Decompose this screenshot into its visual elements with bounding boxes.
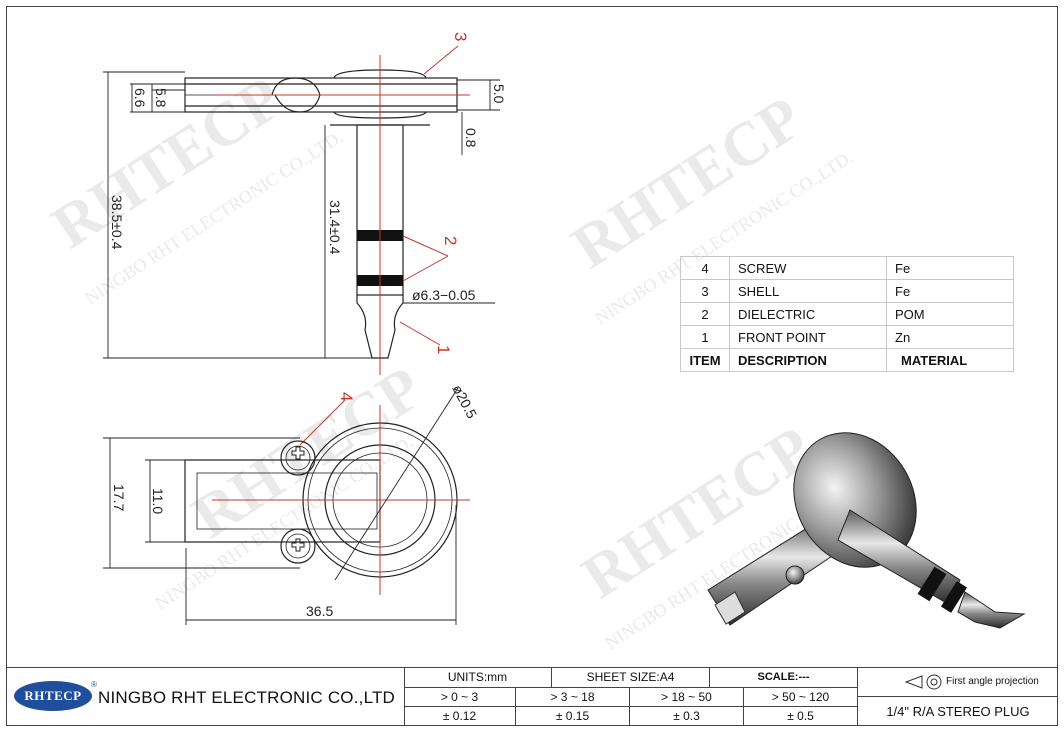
tolerance-grid: UNITS:mm SHEET SIZE:A4 SCALE:--- > 0 ~ 3…: [404, 668, 858, 726]
bom-description: SCREW: [729, 256, 887, 280]
header-item: ITEM: [680, 348, 730, 372]
callout-1: 1: [434, 345, 453, 354]
dim-body-width: 11.0: [150, 488, 166, 514]
tolerance-cell: ± 0.5: [744, 707, 858, 726]
screw-bottom: [280, 528, 316, 564]
bom-item: 2: [680, 302, 730, 326]
dim-gap: 0.8: [463, 128, 479, 148]
product-photo: [707, 432, 1026, 629]
bom-material: Zn: [886, 325, 1014, 349]
bom-item: 4: [680, 256, 730, 280]
drawing-frame: [6, 6, 1058, 726]
bom-material: POM: [886, 302, 1014, 326]
header-description: DESCRIPTION: [729, 348, 887, 372]
header-material: MATERIAL: [886, 348, 1014, 372]
table-row: 3 SHELL Fe: [680, 279, 1014, 303]
table-header: ITEM DESCRIPTION MATERIAL: [680, 348, 1014, 372]
table-row: 1 FRONT POINT Zn: [680, 325, 1014, 349]
callout-3: 3: [451, 32, 470, 41]
dim-overall-height: 38.5±0.4: [109, 195, 125, 250]
dim-body-height: 6.6: [132, 88, 148, 108]
projection-box: First angle projection 1/4" R/A STEREO P…: [858, 668, 1058, 726]
dim-width: 17.7: [111, 484, 127, 511]
bill-of-materials: 4 SCREW Fe 3 SHELL Fe 2 DIELECTRIC POM 1…: [680, 256, 1014, 372]
callout-4: 4: [337, 392, 356, 401]
callout-leaders: [299, 45, 459, 446]
bom-material: Fe: [886, 279, 1014, 303]
dim-length: 36.5: [306, 603, 333, 619]
tolerance-cell: ± 0.15: [516, 707, 630, 726]
bom-description: SHELL: [729, 279, 887, 303]
scale-label: SCALE:---: [710, 668, 858, 688]
projection-label: First angle projection: [946, 676, 1039, 687]
bom-material: Fe: [886, 256, 1014, 280]
range-cell: > 18 ~ 50: [630, 688, 744, 707]
range-cell: > 50 ~ 120: [744, 688, 858, 707]
screw-top: [280, 440, 316, 476]
projection-symbol-icon: [904, 674, 942, 690]
bom-item: 3: [680, 279, 730, 303]
tolerance-cell: ± 0.3: [630, 707, 744, 726]
dim-shell-height: 5.0: [491, 84, 507, 104]
dim-body-inner: 5.8: [153, 88, 169, 108]
table-row: 4 SCREW Fe: [680, 256, 1014, 280]
dim-shell-diameter: ø20.5: [449, 382, 480, 421]
company-box: RHTECP ® NINGBO RHT ELECTRONIC CO.,LTD: [6, 668, 405, 726]
registered-mark: ®: [91, 680, 97, 689]
top-dimensions: [103, 387, 459, 625]
company-logo: RHTECP: [14, 681, 92, 711]
bom-item: 1: [680, 325, 730, 349]
sheet-size-label: SHEET SIZE:A4: [552, 668, 710, 688]
projection-row: First angle projection: [858, 668, 1058, 697]
part-name: 1/4" R/A STEREO PLUG: [886, 704, 1030, 719]
range-cell: > 3 ~ 18: [516, 688, 630, 707]
dim-plug-diameter: ø6.3−0.05: [412, 287, 476, 303]
table-row: 2 DIELECTRIC POM: [680, 302, 1014, 326]
dim-plug-length: 31.4±0.4: [327, 200, 343, 255]
bom-description: FRONT POINT: [729, 325, 887, 349]
bom-description: DIELECTRIC: [729, 302, 887, 326]
range-cell: > 0 ~ 3: [404, 688, 516, 707]
side-dimensions: [103, 71, 500, 359]
title-block: RHTECP ® NINGBO RHT ELECTRONIC CO.,LTD U…: [6, 667, 1058, 726]
company-name: NINGBO RHT ELECTRONIC CO.,LTD: [98, 688, 396, 707]
units-label: UNITS:mm: [404, 668, 552, 688]
callout-2: 2: [441, 236, 460, 245]
tolerance-cell: ± 0.12: [404, 707, 516, 726]
